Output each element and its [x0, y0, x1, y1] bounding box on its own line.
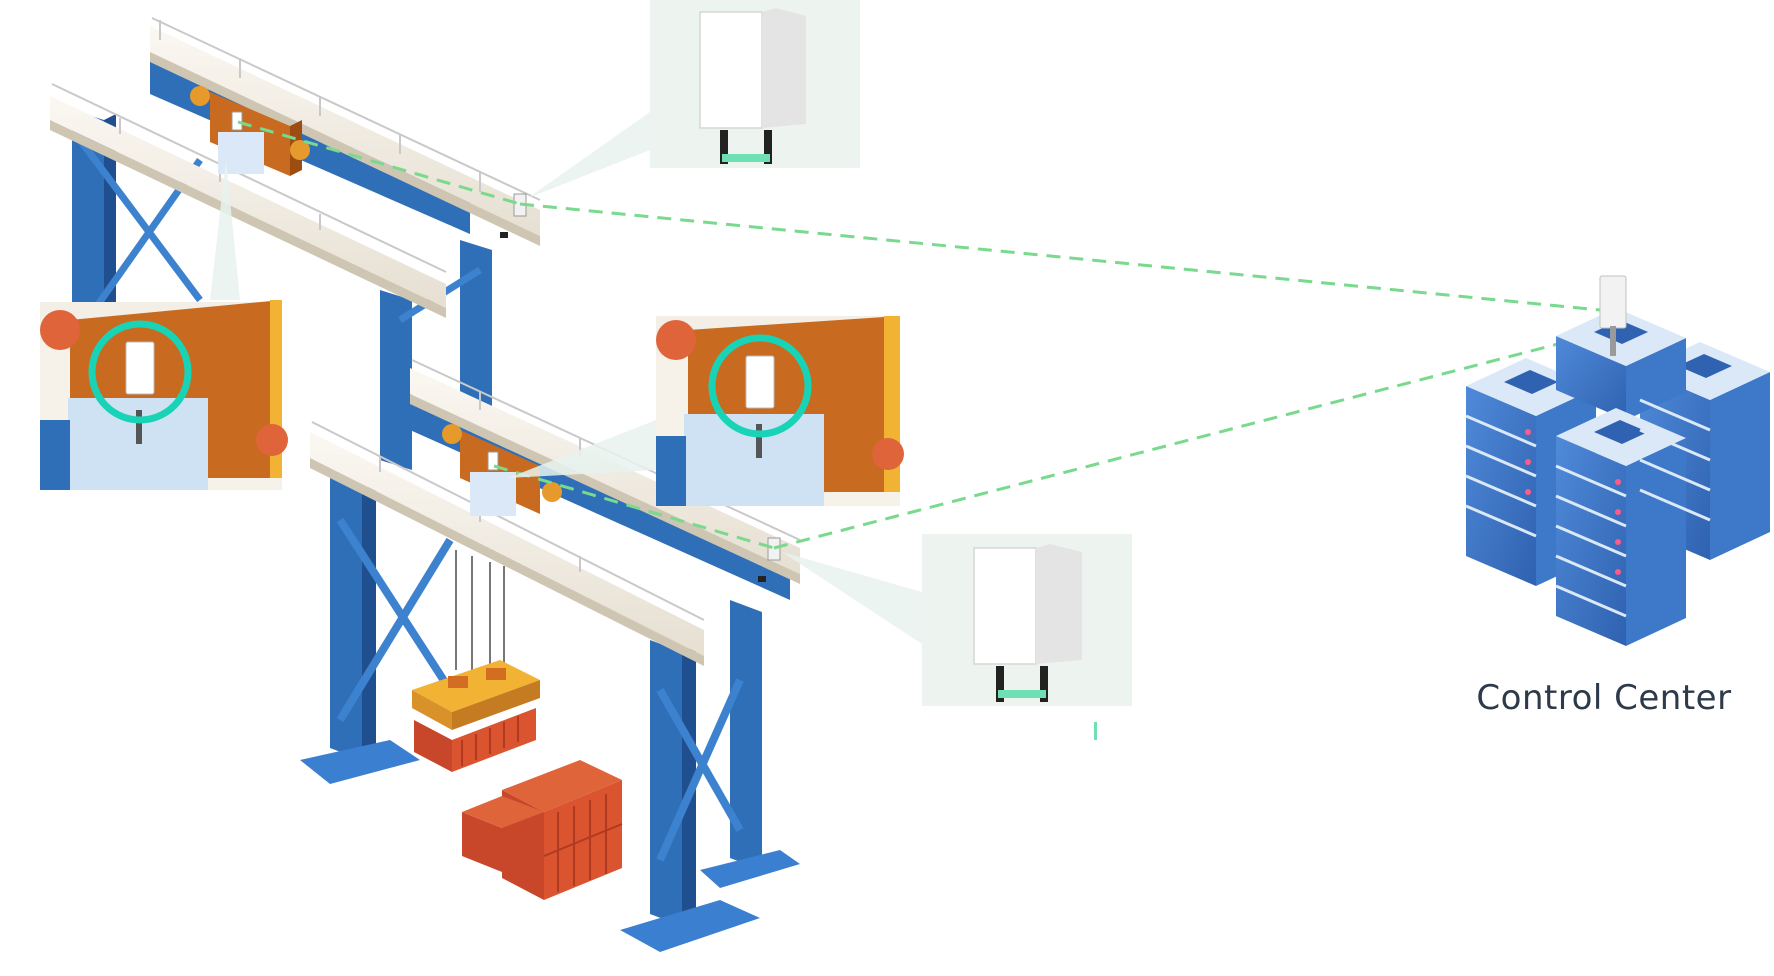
trolley-callout-left	[40, 160, 288, 490]
highlight-ring	[88, 320, 192, 424]
highlight-ring	[708, 334, 812, 438]
front-gantry-crane	[300, 359, 801, 952]
shipping-container-icon	[462, 760, 623, 900]
control-center-label: Control Center	[1476, 678, 1732, 718]
back-gantry-crane	[50, 17, 541, 470]
antenna-icon	[1599, 275, 1627, 356]
antenna-icon	[699, 8, 806, 164]
hanging-container	[412, 660, 540, 772]
trolley-callout-right	[508, 316, 904, 506]
antenna-callout-right	[782, 534, 1132, 740]
antenna-icon	[973, 544, 1082, 702]
wireless-links	[237, 120, 1605, 550]
antenna-callout-top	[528, 0, 860, 198]
server-stack-icon	[1465, 275, 1770, 646]
